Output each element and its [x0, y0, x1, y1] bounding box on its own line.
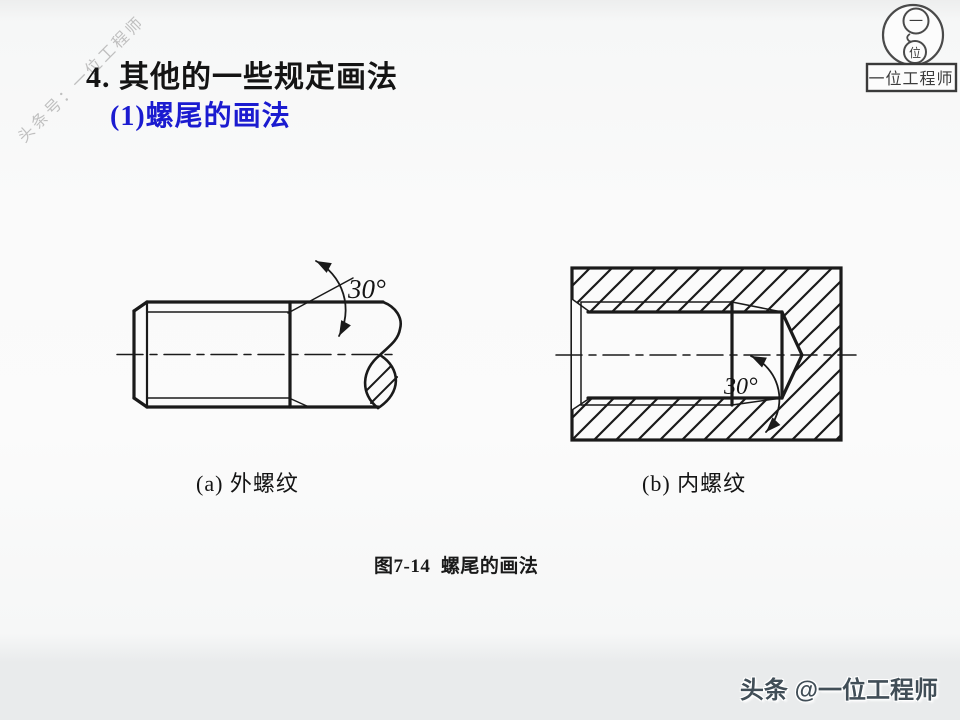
thread-major-lines-b [571, 298, 783, 411]
angle-annotation-b: 30° [723, 355, 781, 433]
engineer-logo: 一 位 一位工程师 [865, 3, 958, 93]
brand-footer: 头条 @一位工程师 [739, 677, 938, 704]
angle-label-b: 30° [723, 374, 758, 400]
logo-bottom-char: 位 [909, 45, 921, 60]
internal-thread-drawing: 30° [555, 266, 857, 442]
thread-minor-lines-a [146, 277, 354, 408]
break-line-a [363, 300, 402, 410]
logo-top-char: 一 [909, 15, 923, 30]
caption-external-thread: (a) 外螺纹 [196, 471, 299, 496]
figure-caption: 图7-14 螺尾的画法 [374, 556, 539, 577]
page-subtitle: (1)螺尾的画法 [110, 101, 291, 132]
angle-label-a: 30° [347, 274, 386, 304]
logo-top-circle-icon [902, 7, 930, 35]
external-thread-drawing: 30° [116, 260, 402, 410]
logo-box-label: 一位工程师 [868, 70, 953, 88]
angle-annotation-a: 30° [315, 260, 386, 337]
page-title: 4. 其他的一些规定画法 [86, 61, 398, 94]
break-hatch-a [365, 365, 398, 404]
logo-box [865, 62, 958, 93]
outline-a [132, 300, 385, 409]
caption-internal-thread: (b) 内螺纹 [642, 471, 747, 496]
